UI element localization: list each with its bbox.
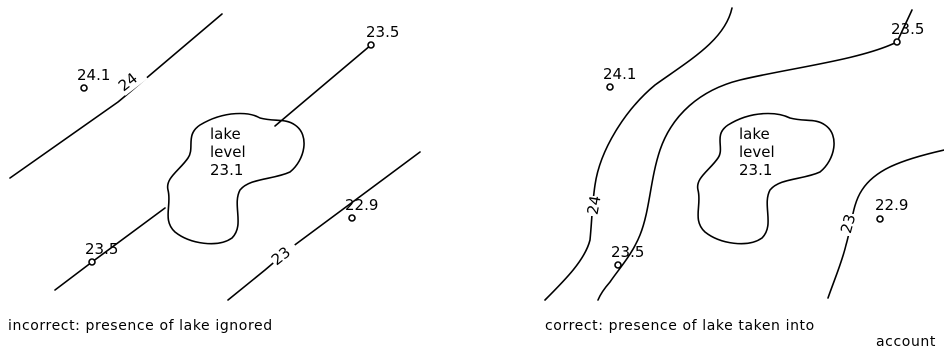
right-well-24-1-marker <box>606 83 614 91</box>
right-panel: 24 23 lake level 23.1 24.1 23.5 23.5 22.… <box>544 7 944 350</box>
left-well-23-5-upper-label: 23.5 <box>366 23 399 41</box>
right-well-22-9-marker <box>876 215 884 223</box>
left-caption: incorrect: presence of lake ignored <box>8 318 273 334</box>
right-well-22-9-label: 22.9 <box>875 196 908 214</box>
left-lake-label-line1: lake <box>210 125 241 143</box>
left-contour-24-line <box>9 13 223 179</box>
right-well-23-5-lower-label: 23.5 <box>611 243 644 261</box>
left-contour-23-5-line-upper <box>274 44 372 127</box>
right-contour-24-label: 24 <box>584 194 605 216</box>
left-well-22-9-label: 22.9 <box>345 196 378 214</box>
right-caption-line2: account <box>876 334 936 350</box>
right-lake-label-line3: 23.1 <box>739 161 772 179</box>
left-panel: 24 23 lake level 23.1 24.1 23.5 23.5 22.… <box>8 13 421 334</box>
right-contour-23-5-line <box>597 41 898 301</box>
left-well-23-5-upper-marker <box>367 41 375 49</box>
right-caption-line1: correct: presence of lake taken into <box>545 318 815 334</box>
left-well-22-9-marker <box>348 214 356 222</box>
left-lake-outline <box>166 112 305 245</box>
right-contour-23-label: 23 <box>837 212 859 235</box>
right-contour-24-line <box>544 7 733 301</box>
left-well-24-1-marker <box>80 84 88 92</box>
right-contour-23-line <box>827 149 944 299</box>
right-well-23-5-upper-marker <box>893 38 901 46</box>
left-well-24-1-label: 24.1 <box>77 66 110 84</box>
right-lake-label-line1: lake <box>739 125 770 143</box>
right-contour-23-5-line-upper <box>896 9 913 43</box>
right-lake-label-line2: level <box>739 143 775 161</box>
left-lake-label-line2: level <box>210 143 246 161</box>
right-well-23-5-lower-marker <box>614 261 622 269</box>
left-well-23-5-lower-marker <box>88 258 96 266</box>
right-lake-outline <box>696 112 835 245</box>
right-well-23-5-upper-label: 23.5 <box>891 20 924 38</box>
left-well-23-5-lower-label: 23.5 <box>85 240 118 258</box>
right-well-24-1-label: 24.1 <box>603 65 636 83</box>
left-contour-23-line <box>227 151 421 301</box>
left-lake-label-line3: 23.1 <box>210 161 243 179</box>
